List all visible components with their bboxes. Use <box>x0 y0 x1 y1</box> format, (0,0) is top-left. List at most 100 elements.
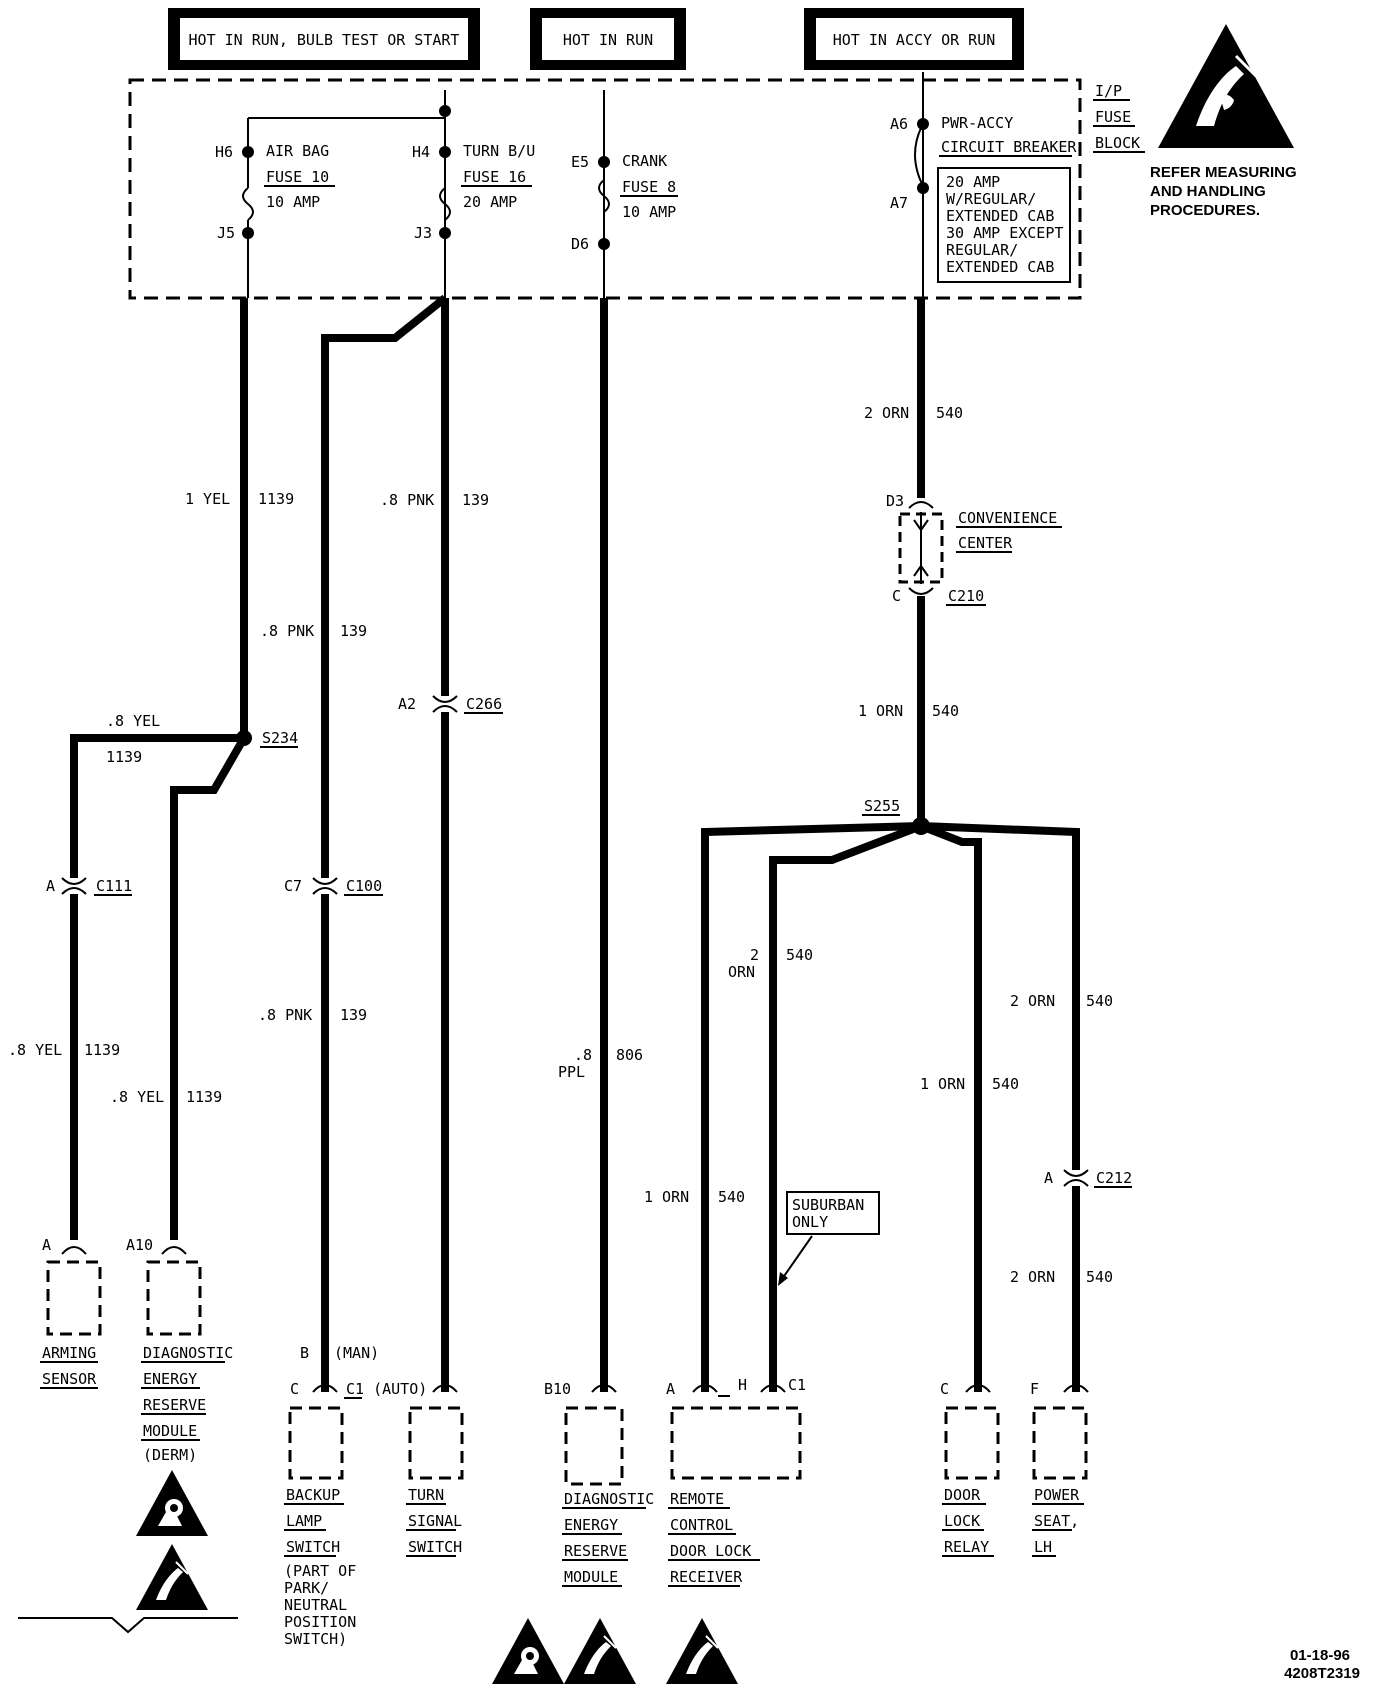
fuse-airbag: H6 J5 AIR BAG FUSE 10 10 AMP <box>215 118 335 298</box>
label-text: DIAGNOSTIC <box>564 1490 654 1508</box>
label-text: C111 <box>96 877 132 895</box>
label-text: CENTER <box>958 534 1013 552</box>
label-text: 1 ORN <box>858 702 903 720</box>
label-text: B10 <box>544 1380 571 1398</box>
label-text: 540 <box>936 404 963 422</box>
label-text: .8 PNK <box>380 491 434 509</box>
label-text: REGULAR/ <box>946 241 1018 259</box>
label-text: HOT IN RUN, BULB TEST OR START <box>189 31 460 49</box>
label-text: DOOR LOCK <box>670 1542 751 1560</box>
label-text: PWR-ACCY <box>941 114 1013 132</box>
label-text: HOT IN ACCY OR RUN <box>833 31 996 49</box>
label-text: 139 <box>462 491 489 509</box>
label-text: C100 <box>346 877 382 895</box>
component-power-seat-lh: F POWER SEAT, LH <box>1030 1380 1089 1557</box>
label-text: BLOCK <box>1095 134 1140 152</box>
esd-note-line: PROCEDURES. <box>1150 202 1260 219</box>
label-text: C266 <box>466 695 502 713</box>
connector-c210: D3 C C210 CONVENIENCE CENTER <box>886 492 1062 606</box>
label-text: POSITION <box>284 1613 356 1631</box>
connector-c111: A C111 <box>46 877 132 896</box>
header-run-bulb-start: HOT IN RUN, BULB TEST OR START <box>168 8 480 70</box>
label-text: W/REGULAR/ <box>946 190 1036 208</box>
label-text: C <box>892 587 901 605</box>
component-turn-signal-switch: C1 (AUTO) TURN SIGNAL SWITCH <box>344 1380 464 1557</box>
esd-warning-icon <box>665 1617 739 1685</box>
label-text: SWITCH) <box>284 1630 347 1648</box>
label-text: A7 <box>890 194 908 212</box>
label-text: 540 <box>1086 992 1113 1010</box>
connector-c212: A C212 <box>1044 1169 1132 1188</box>
fuse-block-outline <box>128 78 1082 300</box>
label-text: 540 <box>1086 1268 1113 1286</box>
airbag-warning-icon <box>136 1470 208 1536</box>
label-text: 30 AMP EXCEPT <box>946 224 1063 242</box>
label-text: REMOTE <box>670 1490 724 1508</box>
label-text: 1 YEL <box>185 490 230 508</box>
label-text: TURN <box>408 1486 444 1504</box>
label-text: 1139 <box>84 1041 120 1059</box>
label-text: ENERGY <box>143 1370 197 1388</box>
label-text: ENERGY <box>564 1516 618 1534</box>
wire-540-seat <box>920 822 1080 1170</box>
label-text: BACKUP <box>286 1486 340 1504</box>
label-text: 139 <box>340 1006 367 1024</box>
fuse-crank: E5 D6 CRANK FUSE 8 10 AMP <box>571 152 678 253</box>
label-text: ORN <box>728 963 755 981</box>
label-text: SWITCH <box>286 1538 340 1556</box>
label-text: SIGNAL <box>408 1512 462 1530</box>
label-text: 20 AMP <box>463 193 517 211</box>
component-derm: A10 DIAGNOSTIC ENERGY RESERVE MODULE (DE… <box>126 1236 233 1464</box>
bracket <box>18 1617 238 1634</box>
label-text: D6 <box>571 235 589 253</box>
component-backup-lamp-switch: B (MAN) C BACKUP LAMP SWITCH (PART OF PA… <box>284 1344 379 1648</box>
esd-warning-icon <box>1156 22 1296 150</box>
label-text: 1139 <box>106 748 142 766</box>
label-text: MODULE <box>143 1422 197 1440</box>
label-text: A <box>666 1380 675 1398</box>
label-text: .8 YEL <box>8 1041 62 1059</box>
label-text: .8 YEL <box>110 1088 164 1106</box>
wire-1139-derm <box>170 736 248 1240</box>
footer-date: 01-18-96 <box>1290 1647 1350 1664</box>
label-text: S234 <box>262 729 298 747</box>
label-text: 10 AMP <box>266 193 320 211</box>
label-text: POWER <box>1034 1486 1080 1504</box>
label-text: FUSE <box>1095 108 1131 126</box>
label-text: PARK/ <box>284 1579 329 1597</box>
label-text: FUSE 16 <box>463 168 526 186</box>
label-text: DOOR <box>944 1486 981 1504</box>
label-text: SENSOR <box>42 1370 97 1388</box>
label-text: A <box>46 877 55 895</box>
label-text: .8 PNK <box>258 1006 312 1024</box>
label-text: E5 <box>571 153 589 171</box>
label-text: J3 <box>414 224 432 242</box>
footer-code: 4208T2319 <box>1284 1665 1360 1682</box>
label-text: RESERVE <box>564 1542 627 1560</box>
label-text: FUSE 10 <box>266 168 329 186</box>
label-text: 2 ORN <box>1010 1268 1055 1286</box>
header-accy-run: HOT IN ACCY OR RUN <box>804 8 1024 70</box>
esd-warning-icon <box>135 1543 209 1611</box>
label-text: A <box>1044 1169 1053 1187</box>
fuse-turn: H4 J3 TURN B/U FUSE 16 20 AMP <box>412 142 535 242</box>
label-text: 540 <box>718 1188 745 1206</box>
label-text: (PART OF <box>284 1562 356 1580</box>
label-text: (MAN) <box>334 1344 379 1362</box>
label-text: 2 <box>750 946 759 964</box>
label-text: 806 <box>616 1046 643 1064</box>
label-text: SUBURBAN <box>792 1196 864 1214</box>
label-text: C212 <box>1096 1169 1132 1187</box>
component-rcdl-receiver: A H C1 REMOTE CONTROL DOOR LOCK RECEIVER <box>666 1376 806 1587</box>
header-run: HOT IN RUN <box>530 8 686 70</box>
esd-warning-icon <box>563 1617 637 1685</box>
label-text: 540 <box>992 1075 1019 1093</box>
label-text: H6 <box>215 143 233 161</box>
label-text: FUSE 8 <box>622 178 676 196</box>
label-text: 1 ORN <box>644 1188 689 1206</box>
label-text: 10 AMP <box>622 203 676 221</box>
label-text: 1139 <box>258 490 294 508</box>
wire-540-suburban <box>769 822 923 1392</box>
label-text: 540 <box>932 702 959 720</box>
